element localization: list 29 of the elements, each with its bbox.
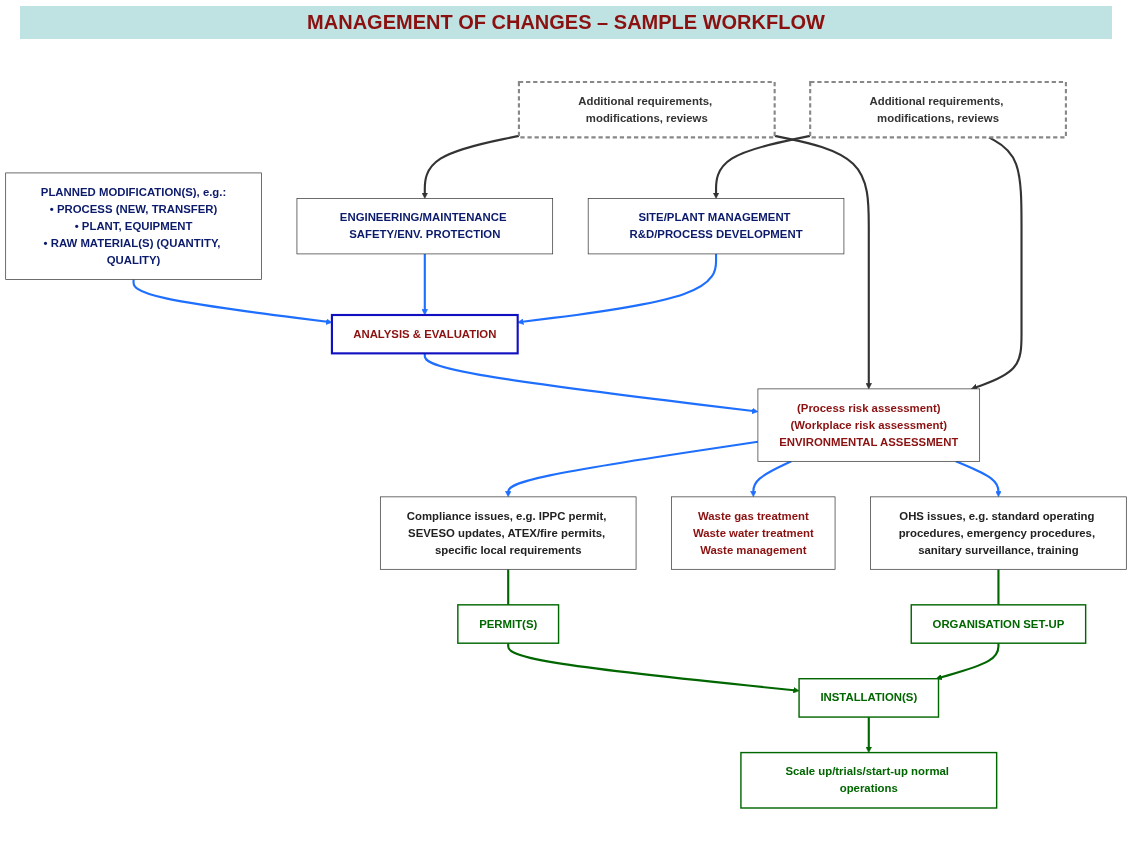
node-box: PLANNED MODIFICATION(S), e.g.: • PROCESS (NEW, TRANSFER) • PLANT, EQUIPMENT • RAW MATERIAL(S) (QUANTITY, QUALITY) bbox=[5, 172, 262, 280]
node-box: (Process risk assessment) (Workplace risk assessment) ENVIRONMENTAL ASSESSMENT bbox=[757, 388, 980, 462]
arrow bbox=[750, 460, 792, 498]
arrow bbox=[421, 253, 428, 316]
arrow bbox=[505, 440, 759, 498]
arrow bbox=[423, 353, 759, 415]
node-box: Additional requirements, modifications, reviews bbox=[517, 80, 776, 139]
node-box: Waste gas treatment Waste water treatment Waste management bbox=[671, 496, 836, 570]
arrow bbox=[955, 460, 1002, 498]
arrow bbox=[712, 134, 811, 199]
node-box: PERMIT(S) bbox=[457, 604, 560, 644]
node-box: ENGINEERING/MAINTENANCE SAFETY/ENV. PROTECTION bbox=[296, 198, 554, 255]
arrow bbox=[935, 643, 1000, 681]
node-box: Scale up/trials/start-up normal operations bbox=[740, 751, 998, 809]
arrow bbox=[421, 134, 520, 199]
node-box: INSTALLATION(S) bbox=[798, 678, 940, 718]
connector bbox=[507, 569, 510, 605]
arrow bbox=[507, 643, 800, 694]
node-box: Additional requirements, modifications, reviews bbox=[809, 80, 1067, 139]
node-box: ORGANISATION SET-UP bbox=[910, 604, 1087, 644]
arrow bbox=[774, 134, 872, 390]
node-box: OHS issues, e.g. standard operating procedures, emergency procedures, sanitary surveillance, training bbox=[870, 496, 1127, 570]
node-box: Compliance issues, e.g. IPPC permit, SEVESO updates, ATEX/fire permits, specific local requirements bbox=[380, 496, 637, 570]
node-box: ANALYSIS & EVALUATION bbox=[330, 313, 519, 355]
arrow bbox=[865, 717, 872, 753]
node-box: SITE/PLANT MANAGEMENT R&D/PROCESS DEVELOPMENT bbox=[587, 198, 845, 255]
arrow bbox=[517, 253, 718, 325]
connector bbox=[997, 569, 1000, 605]
diagram-title: MANAGEMENT OF CHANGES – SAMPLE WORKFLOW bbox=[20, 6, 1112, 39]
